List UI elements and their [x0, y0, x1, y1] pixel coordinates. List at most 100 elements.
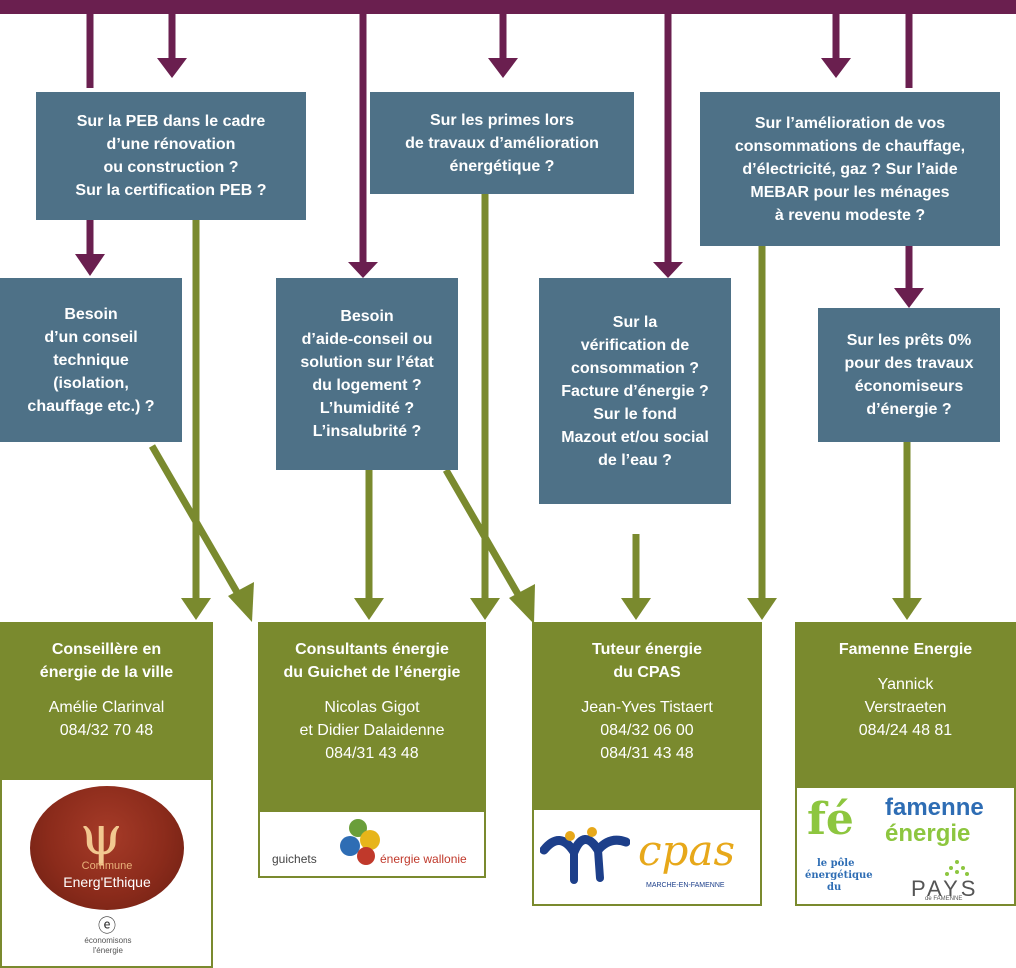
question-text: (isolation,: [53, 374, 129, 392]
logo-text: énergie: [885, 820, 971, 847]
fe-monogram-icon: fé: [807, 794, 854, 845]
question-text: Sur la certification PEB ?: [75, 182, 267, 199]
question-text: d’un conseil: [44, 328, 138, 346]
question-text: de l’eau ?: [598, 451, 672, 469]
question-peb: Sur la PEB dans le cadre d’une rénovatio…: [36, 92, 306, 220]
question-text: d’une rénovation: [106, 136, 236, 153]
question-logement: Besoin d’aide-conseil ou solution sur l’…: [276, 278, 458, 470]
logo-box-cpas: cpas MARCHE-EN-FAMENNE: [532, 810, 762, 906]
logo-text: famenne: [885, 794, 984, 821]
logo-text: Energ'Ethique: [63, 874, 151, 890]
contact-guichet: Consultants énergie du Guichet de l’éner…: [258, 622, 486, 812]
logo-text: MARCHE-EN-FAMENNE: [646, 882, 725, 889]
contact-cpas: Tuteur énergie du CPAS Jean-Yves Tistaer…: [532, 622, 762, 810]
e-swirl-icon: ⓔ: [98, 916, 116, 936]
contact-famenne: Famenne Energie Yannick Verstraeten 084/…: [795, 622, 1016, 788]
question-text: L’humidité ?: [319, 400, 415, 417]
question-text: de travaux d’amélioration: [405, 134, 599, 152]
question-text: Sur la: [612, 313, 658, 331]
question-text: MEBAR pour les ménages: [750, 183, 950, 201]
question-conso: Sur l’amélioration de vos consommations …: [700, 92, 1000, 246]
question-text: ou construction ?: [103, 159, 239, 176]
question-text: pour des travaux: [844, 355, 974, 372]
question-conseil: Besoin d’un conseil technique (isolation…: [0, 278, 182, 442]
famenne-logo: fé famenne énergie le pôle énergétique d…: [797, 788, 1016, 906]
contact-title: Famenne Energie: [838, 641, 973, 658]
contact-title: énergie de la ville: [39, 664, 174, 681]
energethique-emblem: ψ Commune Energ'Ethique: [30, 786, 184, 910]
contact-title: Consultants énergie: [295, 641, 449, 658]
question-text: d’aide-conseil ou: [301, 331, 433, 348]
question-text: énergétique ?: [449, 157, 555, 175]
cpas-logo: cpas MARCHE-EN-FAMENNE: [534, 810, 764, 906]
logo-box-commune: ψ Commune Energ'Ethique ⓔ économisons l'…: [0, 780, 213, 968]
contact-header: Consultants énergie du Guichet de l’éner…: [258, 622, 486, 812]
question-verif: Sur la vérification de consommation ? Fa…: [539, 278, 731, 504]
question-text: Sur l’amélioration de vos: [754, 114, 946, 132]
purple-arrowheads: [75, 58, 924, 308]
question-text: à revenu modeste ?: [774, 206, 926, 224]
commune-logo: ψ Commune Energ'Ethique ⓔ économisons l'…: [2, 780, 215, 968]
question-text: Besoin: [64, 305, 118, 323]
question-text: Sur les primes lors: [429, 111, 575, 129]
question-text: Mazout et/ou social: [561, 428, 709, 446]
contact-phone: 084/32 70 48: [59, 722, 154, 739]
top-bar: [0, 0, 1016, 14]
logo-text: cpas: [638, 826, 736, 875]
question-text: consommation ?: [570, 359, 699, 377]
olive-connectors: [148, 194, 911, 600]
logo-text: l'énergie: [93, 946, 123, 955]
contact-name: Yannick: [877, 676, 934, 693]
contact-title: Conseillère en: [51, 641, 162, 658]
guichets-leaf-icon: [340, 819, 380, 865]
contact-title: du Guichet de l’énergie: [283, 664, 461, 681]
question-text: solution sur l’état: [300, 354, 434, 371]
contact-phone: 084/32 06 00: [600, 722, 694, 739]
question-prets: Sur les prêts 0% pour des travaux économ…: [818, 308, 1000, 442]
question-text: Besoin: [340, 308, 394, 325]
contact-name: Amélie Clarinval: [48, 699, 165, 716]
contact-phone: 084/31 43 48: [600, 745, 694, 762]
question-text: d’électricité, gaz ? Sur l’aide: [742, 160, 958, 178]
contact-phone: 084/31 43 48: [325, 745, 419, 762]
contact-phone: 084/24 48 81: [858, 722, 953, 739]
logo-text: énergétique: [805, 870, 873, 881]
contact-title: du CPAS: [613, 664, 681, 681]
contact-commune: Conseillère en énergie de la ville Améli…: [0, 622, 213, 780]
logo-text: de FAMENNE: [925, 896, 963, 902]
question-primes: Sur les primes lors de travaux d’amélior…: [370, 92, 634, 194]
question-text: chauffage etc.) ?: [27, 397, 155, 415]
purple-connectors: [86, 10, 913, 288]
question-text: Facture d’énergie ?: [561, 382, 709, 400]
question-text: d’énergie ?: [866, 401, 952, 418]
question-text: Sur les prêts 0%: [846, 332, 972, 349]
question-text: consommations de chauffage,: [734, 137, 966, 155]
contact-name: Jean-Yves Tistaert: [581, 699, 713, 716]
guichets-logo: guichets énergie wallonie: [260, 812, 488, 878]
contact-header: Conseillère en énergie de la ville Améli…: [0, 622, 213, 780]
contact-title: Tuteur énergie: [592, 641, 702, 658]
flame-icon: ψ: [80, 804, 123, 867]
contact-header: Tuteur énergie du CPAS Jean-Yves Tistaer…: [532, 622, 762, 810]
contact-header: Famenne Energie Yannick Verstraeten 084/…: [795, 622, 1016, 788]
logo-box-guichet: guichets énergie wallonie: [258, 812, 486, 878]
question-text: du logement ?: [312, 377, 422, 394]
logo-text: du: [827, 882, 842, 893]
contact-name: Verstraeten: [864, 699, 947, 716]
logo-text: énergie wallonie: [380, 852, 467, 866]
question-text: L’insalubrité ?: [312, 423, 422, 440]
question-text: vérification de: [580, 336, 690, 354]
olive-arrowheads: [181, 582, 922, 624]
question-text: Sur la PEB dans le cadre: [76, 113, 266, 130]
contact-name: Nicolas Gigot: [324, 699, 420, 716]
logo-text: le pôle: [817, 858, 855, 869]
logo-text: Commune: [81, 860, 133, 872]
logo-box-famenne: fé famenne énergie le pôle énergétique d…: [795, 788, 1016, 906]
question-text: Sur le fond: [593, 405, 677, 423]
cpas-figures-icon: [540, 827, 630, 884]
logo-text: économisons: [84, 936, 132, 945]
logo-text: guichets: [272, 852, 317, 866]
contact-name: et Didier Dalaidenne: [299, 722, 445, 739]
logo-text: PAYS: [911, 876, 979, 901]
